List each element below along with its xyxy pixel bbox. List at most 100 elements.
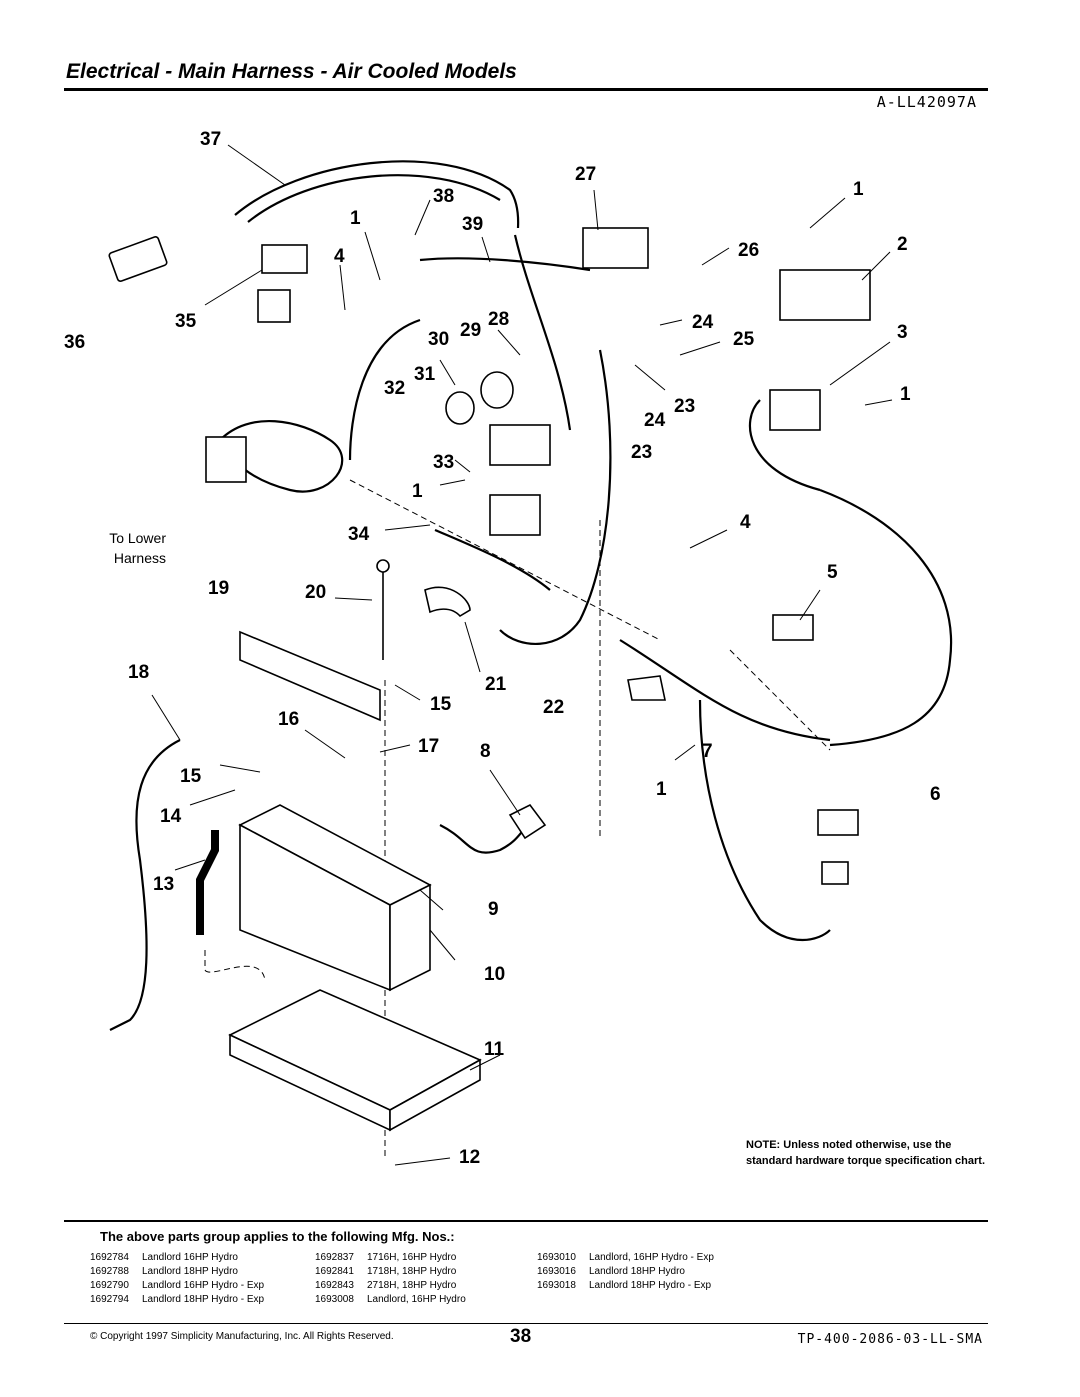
- callout-11: 11: [484, 1039, 505, 1060]
- callout-2: 2: [897, 234, 908, 255]
- callout-16: 16: [278, 709, 299, 730]
- plug-part: [489, 494, 541, 536]
- callout-32: 32: [384, 378, 405, 399]
- solenoid-part: [582, 227, 649, 269]
- page-number: 38: [510, 1326, 532, 1347]
- callout-27: 27: [575, 164, 596, 185]
- relay-part: [769, 389, 821, 431]
- callout-13: 13: [153, 874, 174, 895]
- callout-1a: 1: [853, 179, 864, 200]
- pto-switch-part: [261, 244, 308, 274]
- ignition-switch-part: [108, 236, 168, 282]
- torque-note: NOTE: Unless noted otherwise, use the st…: [746, 1139, 986, 1167]
- callout-39: 39: [462, 214, 483, 235]
- cable-boot-part: [508, 803, 547, 840]
- rocker-switch-part: [772, 614, 814, 641]
- applies-heading: The above parts group applies to the fol…: [100, 1229, 455, 1244]
- bracket-clip-part: [627, 675, 666, 701]
- callout-21: 21: [485, 674, 507, 695]
- callout-26: 26: [738, 240, 759, 261]
- callout-15b: 15: [180, 766, 202, 787]
- callout-23b: 23: [631, 442, 652, 463]
- callout-12: 12: [459, 1147, 480, 1168]
- ignition-bezel-part: [480, 371, 514, 409]
- callout-1d: 1: [412, 481, 423, 502]
- callout-15a: 15: [430, 694, 452, 715]
- to-lower-line1: To Lower: [109, 530, 166, 546]
- hold-down-rod-end: [376, 559, 390, 573]
- callout-23a: 23: [674, 396, 695, 417]
- vent-tube-part: [196, 830, 219, 935]
- callout-37: 37: [200, 129, 221, 150]
- doc-number: TP-400-2086-03-LL-SMA: [797, 1332, 983, 1347]
- battery-bracket-part: [239, 630, 381, 722]
- callout-28: 28: [488, 309, 509, 330]
- hour-meter-part: [779, 269, 871, 321]
- callout-1e: 1: [656, 779, 667, 800]
- callout-35: 35: [175, 311, 197, 332]
- callout-33: 33: [433, 452, 454, 473]
- callout-29: 29: [460, 320, 481, 341]
- to-lower-harness-label: To Lower Harness: [96, 528, 166, 568]
- harness-wires: [109, 153, 953, 1031]
- callout-19: 19: [208, 578, 229, 599]
- callout-1b: 1: [350, 208, 361, 229]
- callout-24a: 24: [692, 312, 714, 333]
- callout-6: 6: [930, 784, 941, 805]
- connector-part: [257, 289, 291, 323]
- leader-lines: [151, 144, 893, 1166]
- callout-9: 9: [488, 899, 499, 920]
- callout-17: 17: [418, 736, 439, 757]
- callout-20: 20: [305, 582, 326, 603]
- rocker-switch-part-2: [817, 809, 859, 836]
- to-lower-line2: Harness: [113, 550, 166, 566]
- battery-side-part: [389, 883, 431, 992]
- copyright: © Copyright 1997 Simplicity Manufacturin…: [90, 1331, 394, 1342]
- parts: [108, 227, 871, 1132]
- callout-24b: 24: [644, 410, 666, 431]
- callout-30: 30: [428, 329, 449, 350]
- callout-18: 18: [128, 662, 149, 683]
- callouts: 37 27 38 1 39 1 4 26 2 35 28 24 36 30 29…: [64, 129, 941, 1168]
- callout-25: 25: [733, 329, 755, 350]
- callout-31: 31: [414, 364, 436, 385]
- callout-22: 22: [543, 697, 564, 718]
- lower-connector-part: [205, 436, 247, 483]
- section-rule: [64, 1220, 988, 1222]
- battery-tray-side-part: [389, 1058, 481, 1132]
- callout-4b: 4: [740, 512, 751, 533]
- switch-connector-part: [821, 861, 849, 885]
- callout-34: 34: [348, 524, 370, 545]
- callout-5: 5: [827, 562, 838, 583]
- callout-8: 8: [480, 741, 491, 762]
- title-rule: [64, 88, 988, 91]
- drawing-id: A-LL42097A: [876, 93, 977, 111]
- callout-7: 7: [702, 741, 713, 762]
- footer-rule: [64, 1323, 988, 1324]
- callout-36: 36: [64, 332, 85, 353]
- terminal-boot-part: [424, 586, 471, 618]
- ignition-nut-part: [445, 391, 475, 425]
- callout-4a: 4: [334, 246, 345, 267]
- callout-38: 38: [433, 186, 454, 207]
- callout-3: 3: [897, 322, 908, 343]
- callout-10: 10: [484, 964, 505, 985]
- callout-14: 14: [160, 806, 182, 827]
- page-title: Electrical - Main Harness - Air Cooled M…: [66, 60, 517, 83]
- rectifier-part: [489, 424, 551, 466]
